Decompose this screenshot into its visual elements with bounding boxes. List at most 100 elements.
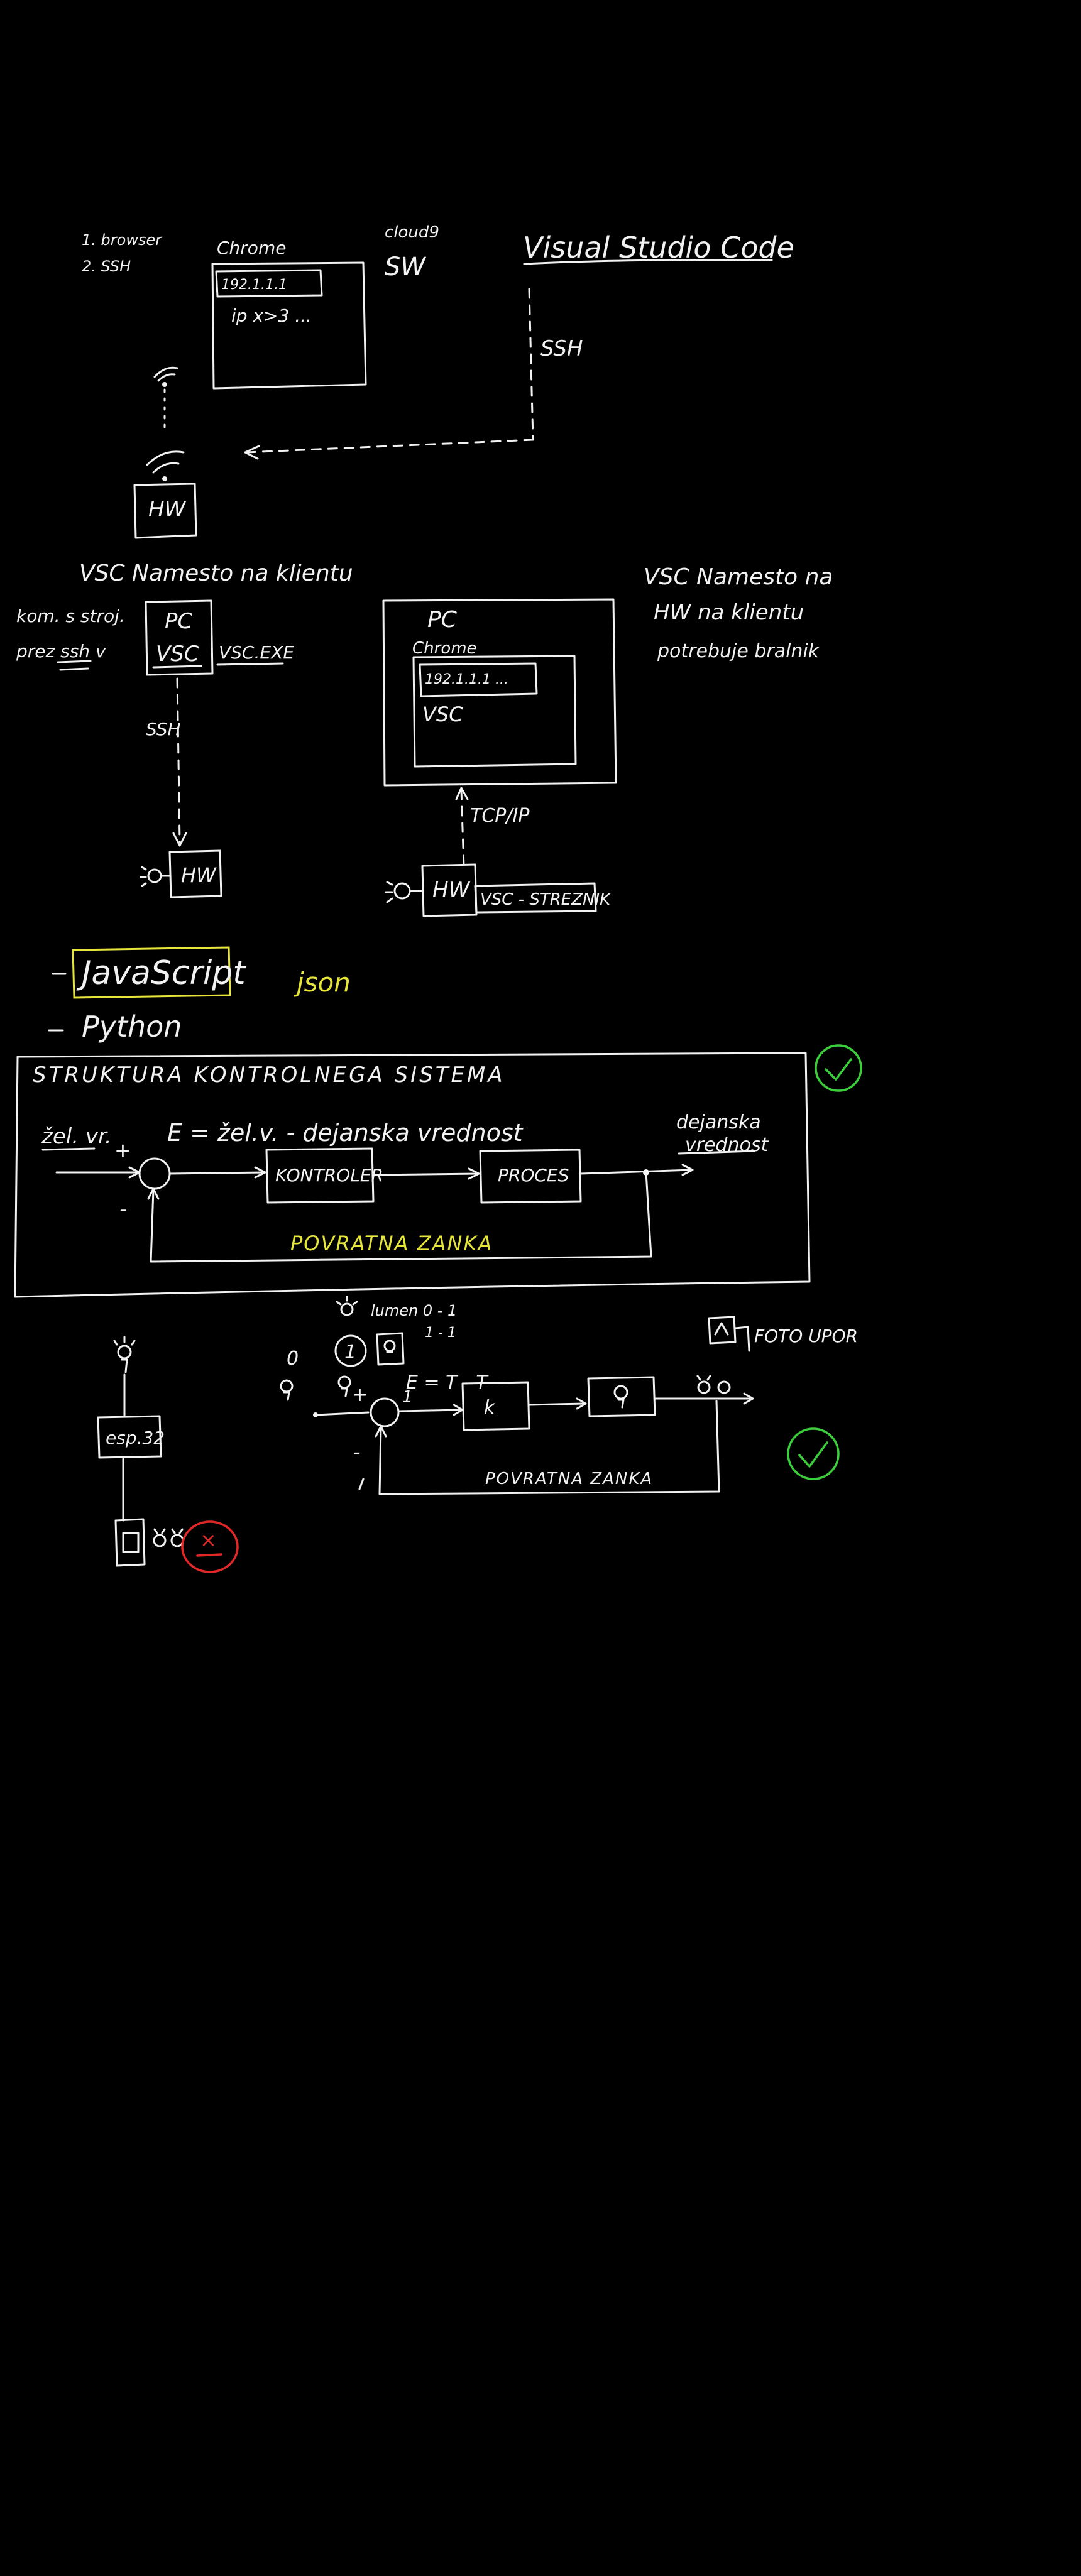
output-underline	[678, 1150, 755, 1155]
ssh-underline	[57, 660, 92, 663]
lightbulb-icon	[140, 866, 171, 887]
k-output-line	[528, 1402, 586, 1406]
error-equation: E = žel.v. - dejanska vrednost	[167, 1119, 524, 1147]
error-arrow-line	[397, 1409, 463, 1412]
diagram-vsc-client: VSC Namesto na klientu kom. s stroj. pre…	[16, 560, 353, 898]
wifi-icon	[153, 366, 178, 387]
input-dot	[313, 1412, 318, 1417]
photoresistor-box	[708, 1316, 737, 1345]
checkmark-icon	[787, 1427, 840, 1480]
chrome-label: Chrome	[412, 639, 477, 658]
return-arrow-head	[244, 445, 260, 460]
side-note-line-1: kom. s stroj.	[16, 606, 125, 626]
feedback-arrow-head	[375, 1425, 387, 1438]
chrome-window-box	[211, 261, 367, 390]
plus-sign: +	[114, 1138, 131, 1162]
tcp-dashed-link	[460, 789, 465, 868]
javascript-highlight-box	[72, 946, 231, 999]
lightbulb-icon	[280, 1379, 294, 1401]
control-loop-title: STRUKTURA KONTROLNEGA SISTEMA	[33, 1062, 505, 1088]
vsc-underline	[152, 665, 202, 669]
error-x-icon: ×	[181, 1520, 239, 1573]
zero-value: 0	[287, 1348, 299, 1370]
tick-mark	[358, 1478, 365, 1490]
diagram-vsc-hw: PC Chrome 192.1.1.1 ... VSC TCP/IP HW VS…	[382, 564, 833, 917]
control-loop-diagram: STRUKTURA KONTROLNEGA SISTEMA žel. vr. +…	[14, 1044, 862, 1298]
controller-output-line	[372, 1172, 479, 1176]
feedback-arrow-head	[147, 1187, 160, 1200]
lightbulb-icon	[153, 1528, 167, 1547]
vsc-exe-underline	[216, 662, 284, 666]
controller-label: KONTROLER	[275, 1165, 383, 1186]
step-ssh-label: 2. SSH	[82, 258, 131, 275]
one-circle	[334, 1334, 367, 1367]
lightbulb-icon	[696, 1375, 731, 1394]
one-value: 1	[344, 1341, 356, 1363]
phone-device-box	[114, 1518, 146, 1567]
ip-command-text: ip x>3 ...	[231, 305, 312, 326]
process-label: PROCES	[498, 1165, 569, 1186]
languages-list: JavaScript json Python	[48, 946, 351, 1044]
bulb-box	[376, 1332, 405, 1366]
feedback-label: POVRATNA ZANKA	[485, 1470, 653, 1488]
esp32-label: esp.32	[106, 1427, 165, 1448]
vscode-underline	[523, 259, 773, 265]
sw-label: SW	[385, 253, 426, 281]
k-output-head	[576, 1397, 587, 1410]
output-arrow-line	[579, 1169, 693, 1175]
hw-box	[133, 483, 197, 539]
light-range-sub: 1 - 1	[425, 1325, 456, 1341]
wifi-icon	[146, 450, 185, 481]
hw-label: HW	[148, 497, 187, 522]
output-label-line-1: dejanska	[676, 1111, 761, 1133]
python-label: Python	[82, 1010, 182, 1044]
pc-outer-box	[382, 598, 617, 787]
output-arrow-head	[681, 1164, 694, 1176]
address-ip-text: 192.1.1.1	[221, 277, 287, 293]
note-line-1: VSC Namesto na	[644, 564, 833, 590]
hw-label: HW	[181, 863, 217, 887]
lamp-block	[587, 1376, 656, 1417]
chrome-label: Chrome	[217, 237, 286, 258]
feedback-loop-line	[378, 1400, 720, 1495]
photoresistor-lead	[734, 1326, 750, 1352]
server-box	[474, 882, 597, 914]
pc-label: PC	[427, 607, 458, 633]
ssh-label: SSH	[146, 719, 181, 740]
chrome-window-box	[412, 655, 577, 768]
vscode-label: Visual Studio Code	[523, 231, 794, 265]
pc-label: PC	[165, 609, 193, 634]
control-loop-frame	[14, 1052, 811, 1298]
hw-label: HW	[432, 878, 471, 903]
error-value-one: 1	[402, 1388, 413, 1407]
error-arrow-line	[168, 1171, 265, 1175]
vsc-label: VSC	[156, 641, 199, 667]
step-browser-label: 1. browser	[82, 231, 163, 249]
controller-output-head	[468, 1167, 480, 1180]
server-label: VSC - STREZNIK	[480, 890, 612, 909]
ssh-label: SSH	[540, 336, 583, 361]
ssh-arrow-head	[172, 832, 187, 847]
minus-sign: -	[119, 1197, 127, 1222]
error-arrow-head	[254, 1166, 266, 1179]
summing-junction	[138, 1157, 171, 1190]
side-note-line-2: prez ssh v	[16, 641, 106, 662]
diagram-cloud9-ssh: 1. browser 2. SSH Chrome 192.1.1.1 ip x>…	[82, 223, 794, 539]
photo-resistor-label: FOTO UPOR	[754, 1326, 858, 1346]
lightbulb-icon	[383, 1340, 396, 1353]
process-block	[479, 1149, 582, 1204]
plus-sign: +	[352, 1384, 368, 1406]
ssh-dashed-link	[176, 677, 181, 843]
summing-junction	[370, 1397, 400, 1427]
json-label: json	[294, 967, 351, 998]
k-label: k	[484, 1397, 496, 1419]
lightbulb-icon	[613, 1385, 628, 1409]
input-line	[316, 1411, 370, 1416]
setpoint-underline	[41, 1147, 96, 1151]
minus-sign: -	[353, 1440, 361, 1464]
note-line-2: HW na klientu	[654, 600, 804, 625]
lightbulb-icon	[385, 881, 424, 903]
note-line-3: potrebuje bralnik	[657, 640, 820, 662]
error-x-mark: ×	[200, 1528, 217, 1552]
hw-box	[421, 863, 478, 917]
